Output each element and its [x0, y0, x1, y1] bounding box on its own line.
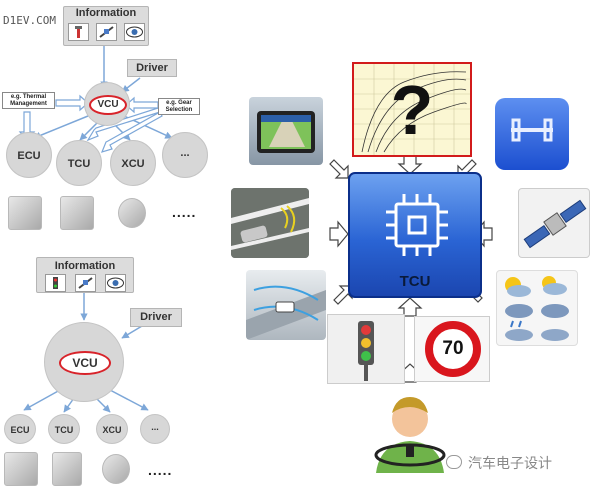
engine-photo	[8, 196, 42, 230]
gearbox-photo	[60, 196, 94, 230]
satellite-mini-icon-2	[75, 274, 96, 292]
top-node-ecu: ECU	[6, 132, 52, 178]
gps-navigation-icon	[249, 97, 323, 165]
satellite-icon	[518, 188, 590, 258]
top-eg-thermal-box: e.g. Thermal Management	[2, 92, 55, 109]
weather-icon	[496, 270, 578, 346]
eg-thermal-line1: e.g. Thermal	[10, 94, 47, 100]
bottom-connectors	[23, 290, 149, 413]
top-vcu-oval: VCU	[89, 95, 127, 115]
tool-icon	[68, 23, 89, 41]
bottom-vcu-circle: VCU	[44, 322, 124, 402]
eye-icon	[124, 23, 145, 41]
eg-thermal-line2: Management	[10, 101, 47, 107]
footer-label: 汽车电子设计	[468, 456, 552, 472]
motor-photo	[118, 198, 146, 228]
bottom-information-label: Information	[54, 260, 116, 272]
satellite-mini-icon	[96, 23, 117, 41]
bottom-node-tcu: TCU	[48, 414, 80, 444]
speed-limit-value: 70	[425, 321, 481, 377]
gearbox-icon	[495, 98, 569, 170]
gearbox-photo-2	[52, 452, 82, 486]
eg-gear-line2: Selection	[165, 107, 193, 113]
bottom-node-xcu: XCU	[96, 414, 128, 444]
top-ellipsis: .....	[172, 204, 197, 220]
bottom-node-ecu: ECU	[4, 414, 36, 444]
chip-icon	[386, 194, 448, 256]
top-node-tcu: TCU	[56, 140, 102, 186]
bottom-information-box: Information	[36, 257, 134, 293]
driver-icon	[366, 383, 454, 473]
top-node-more: ...	[162, 132, 208, 178]
wechat-icon	[446, 455, 462, 469]
tcu-label: TCU	[399, 273, 431, 290]
lane-assist-icon	[231, 188, 309, 258]
bottom-node-more: ...	[140, 414, 170, 444]
traffic-mini-icon	[45, 274, 66, 292]
bottom-ellipsis: .....	[148, 462, 173, 478]
top-information-box: Information	[63, 6, 149, 46]
bottom-vcu-oval: VCU	[59, 351, 111, 375]
traffic-light-icon	[327, 314, 405, 384]
question-chart-box: ?	[352, 62, 472, 157]
top-node-xcu: XCU	[110, 140, 156, 186]
speed-limit-icon: 70	[414, 316, 490, 382]
tcu-block: TCU	[348, 172, 482, 298]
motor-photo-2	[102, 454, 130, 484]
eg-gear-line1: e.g. Gear	[166, 100, 192, 106]
top-eg-gear-box: e.g. Gear Selection	[158, 98, 200, 115]
engine-photo-2	[4, 452, 38, 486]
bottom-driver-box: Driver	[130, 308, 182, 327]
trajectory-icon	[246, 270, 326, 340]
question-chart-icon	[354, 64, 470, 155]
eye-icon-2	[105, 274, 126, 292]
top-vcu-circle: VCU	[84, 82, 130, 126]
top-driver-box: Driver	[127, 59, 177, 77]
top-information-label: Information	[75, 7, 137, 19]
question-mark: ?	[390, 71, 434, 149]
